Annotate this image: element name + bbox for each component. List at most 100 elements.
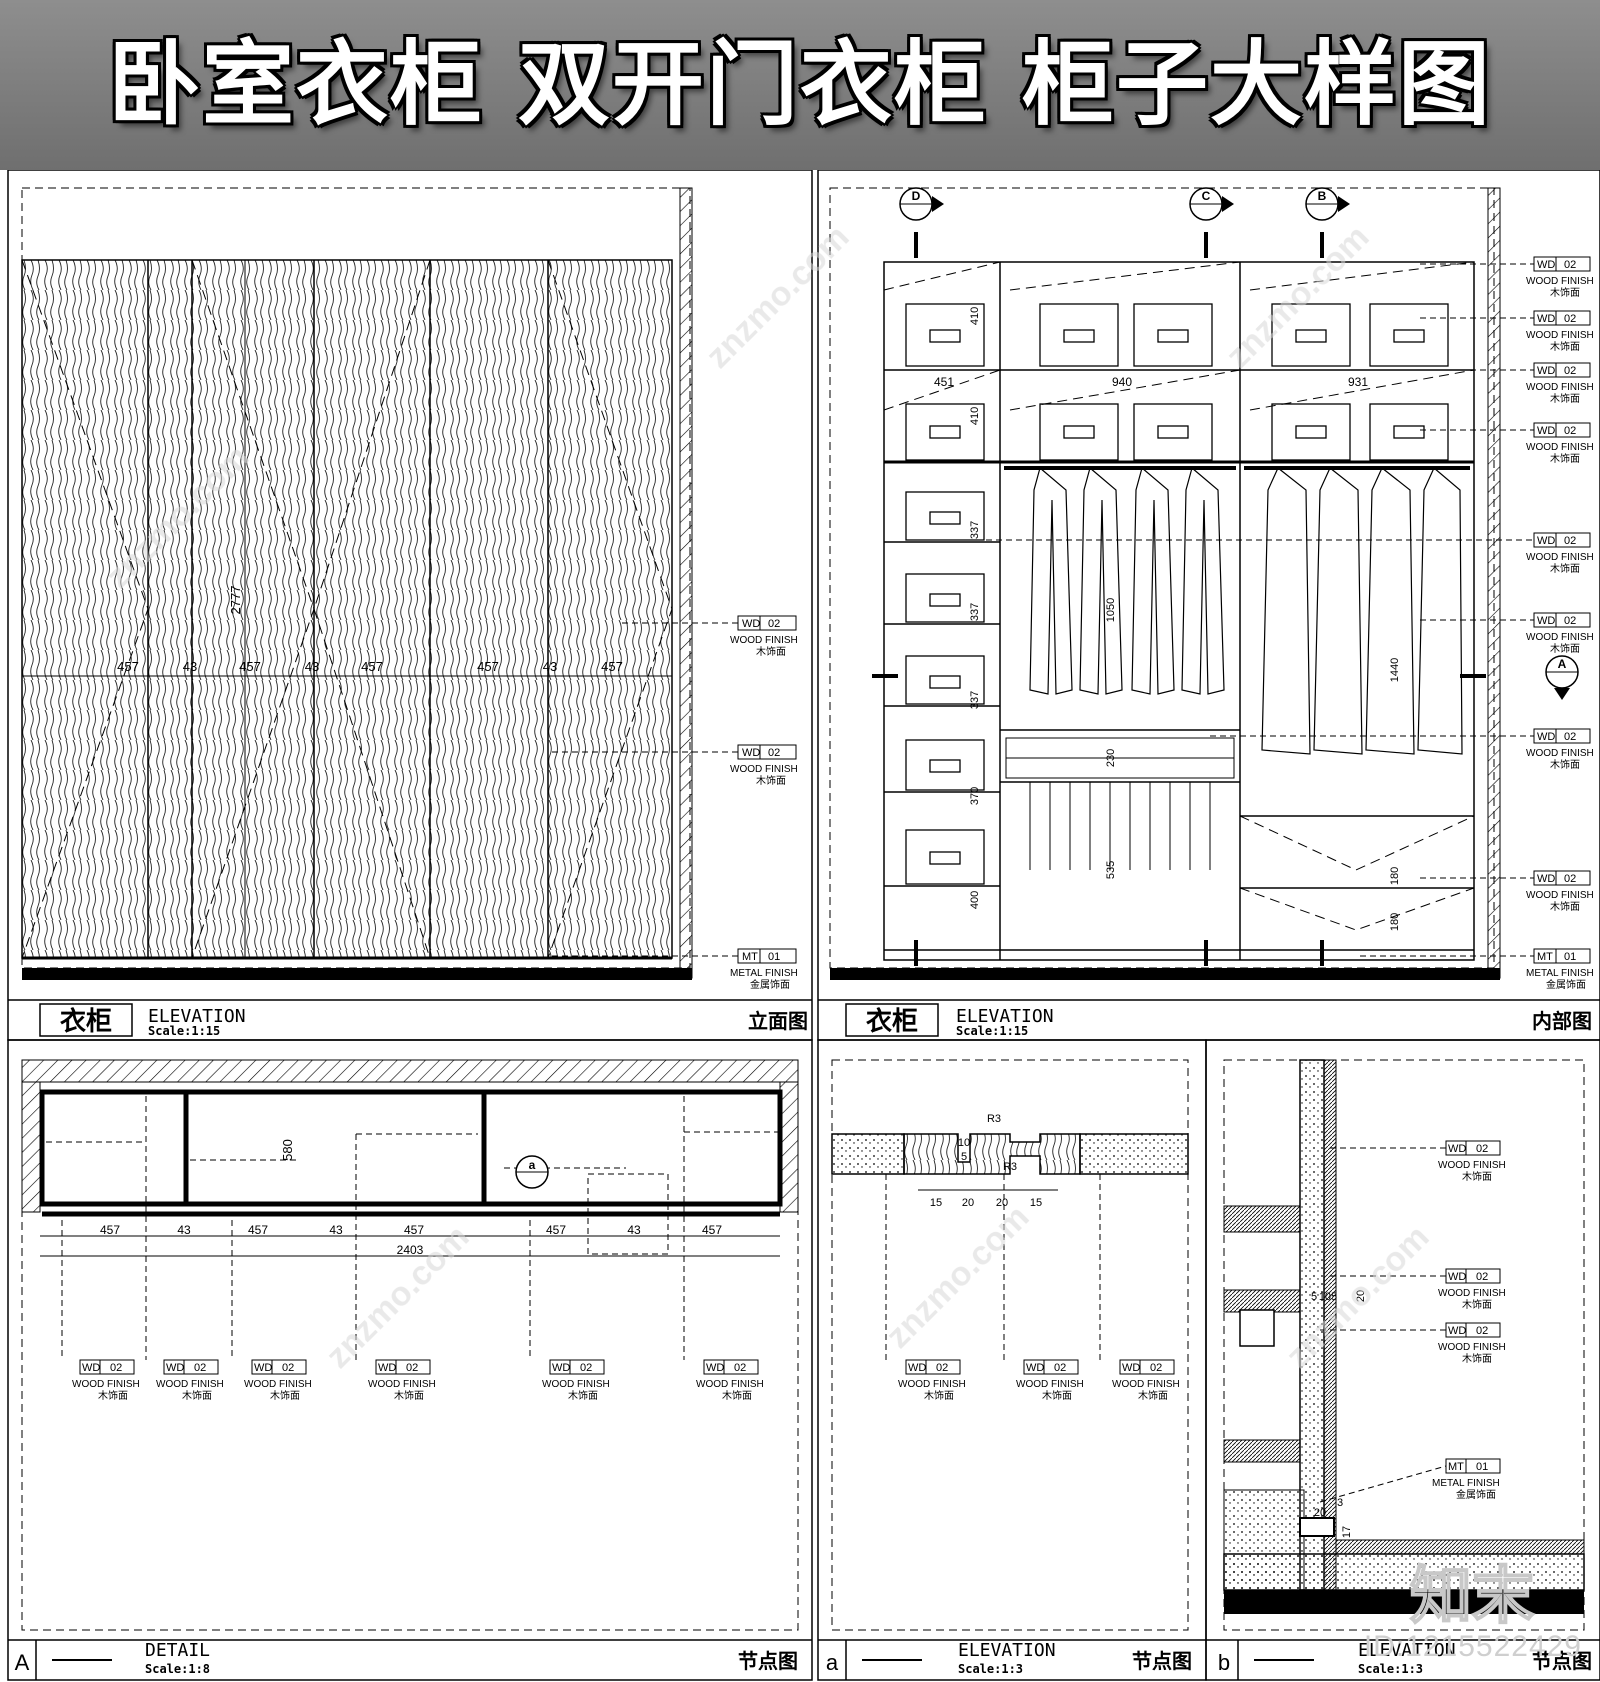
tag-wd-cn: 木饰面	[1042, 1389, 1072, 1402]
dim-int-400: 400	[969, 891, 981, 909]
tag-mt-cn: 金属饰面	[1546, 978, 1586, 991]
dim-a-20b: 20	[996, 1197, 1008, 1209]
tag-wd-code: WD	[706, 1362, 724, 1374]
panel-type-cn: 节点图	[1132, 1649, 1192, 1673]
base-section-detail-view: 5 105 20 20 17 3 WD 02 WOOD FINISH 木饰面 W…	[1218, 1059, 1592, 1680]
dim-a-15b: 15	[1030, 1197, 1042, 1209]
dim-int-410: 410	[969, 307, 981, 325]
panel-title-en: DETAIL	[145, 1640, 210, 1661]
section-marker-d: D	[912, 189, 921, 203]
panel-title-en: ELEVATION	[148, 1006, 246, 1027]
tag-wd-cn: 木饰面	[98, 1389, 128, 1402]
watermark-text: znzmo.com	[1219, 218, 1377, 376]
tag-wd-cn: 木饰面	[568, 1389, 598, 1402]
tag-wd-code: WD	[1537, 731, 1555, 743]
tag-mt-en: METAL FINISH	[1432, 1478, 1500, 1489]
detail-label: b	[1218, 1650, 1230, 1675]
tag-wd-cn: 木饰面	[270, 1389, 300, 1402]
dim-b-20v: 20	[1355, 1290, 1367, 1302]
panel-title-en: ELEVATION	[958, 1640, 1056, 1661]
tag-wd-code: WD	[1537, 425, 1555, 437]
dim-b-5: 5	[1311, 1291, 1317, 1303]
tag-wd-en: WOOD FINISH	[244, 1379, 312, 1390]
tag-wd-cn: 木饰面	[1462, 1298, 1492, 1311]
panel-scale: Scale:1:3	[958, 1662, 1023, 1676]
tag-wd-cn: 木饰面	[756, 645, 786, 658]
tag-wd-num: 02	[282, 1362, 294, 1374]
dim-int-1050: 1050	[1105, 598, 1117, 622]
tag-mt-cn: 金属饰面	[1456, 1488, 1496, 1501]
tag-mt-en: METAL FINISH	[730, 968, 798, 979]
watermark-text: znzmo.com	[319, 1218, 477, 1376]
panel-type-cn: 节点图	[738, 1649, 798, 1673]
tag-mt-cn: 金属饰面	[750, 978, 790, 991]
dim-door-5: 457	[601, 659, 623, 674]
tag-mt-num: 01	[1476, 1461, 1488, 1473]
tag-mt-code: MT	[1448, 1461, 1464, 1473]
tag-wd-cn: 木饰面	[722, 1389, 752, 1402]
tag-wd-en: WOOD FINISH	[1016, 1379, 1084, 1390]
tag-mt-code: MT	[1537, 951, 1553, 963]
tag-mt-num: 01	[768, 951, 780, 963]
tag-wd-code: WD	[1537, 535, 1555, 547]
dim-int-337: 337	[969, 691, 981, 709]
tag-wd-en: WOOD FINISH	[1438, 1160, 1506, 1171]
tag-wd-code: WD	[1537, 615, 1555, 627]
tag-wd-en: WOOD FINISH	[72, 1379, 140, 1390]
interior-material-tags: WD 02 WOOD FINISH 木饰面 WD 02 WOOD FINISH …	[986, 256, 1594, 991]
tag-wd-code: WD	[1448, 1271, 1466, 1283]
tag-wd-code: WD	[552, 1362, 570, 1374]
tag-wd-code: WD	[1537, 365, 1555, 377]
tag-wd-en: WOOD FINISH	[1526, 330, 1594, 341]
dim-plan-door-1: 457	[100, 1223, 120, 1237]
panel-scale: Scale:1:15	[956, 1024, 1028, 1038]
tag-mt-code: MT	[742, 951, 758, 963]
tag-wd-cn: 木饰面	[1550, 452, 1580, 465]
section-marker-c: C	[1202, 189, 1211, 203]
dim-plan-door-4: 457	[546, 1223, 566, 1237]
dim-plan-total: 2403	[397, 1243, 424, 1257]
tag-wd-en: WOOD FINISH	[1526, 552, 1594, 563]
tag-wd-code: WD	[1537, 259, 1555, 271]
tag-wd-cn: 木饰面	[1550, 562, 1580, 575]
panel-title-en: ELEVATION	[1358, 1640, 1456, 1661]
panel-type-cn: 内部图	[1532, 1009, 1592, 1033]
dim-door-1: 457	[117, 659, 139, 674]
tag-wd-code: WD	[742, 618, 760, 630]
tag-wd-code: WD	[378, 1362, 396, 1374]
section-marker-a-lower: a	[529, 1158, 536, 1172]
dim-a-15: 15	[930, 1197, 942, 1209]
dim-int-535: 535	[1105, 861, 1117, 879]
dim-plan-gap-3: 43	[627, 1223, 641, 1237]
tag-wd-cn: 木饰面	[1550, 286, 1580, 299]
tag-wd-cn: 木饰面	[1550, 642, 1580, 655]
dim-b-3: 3	[1337, 1497, 1343, 1509]
tag-wd-en: WOOD FINISH	[730, 764, 798, 775]
tag-wd-en: WOOD FINISH	[1526, 276, 1594, 287]
tag-wd-num: 02	[1564, 873, 1576, 885]
tag-wd-en: WOOD FINISH	[898, 1379, 966, 1390]
dim-plan-door-2: 457	[248, 1223, 268, 1237]
door-elevation-view: 457 43 457 43 457 457 43 457 2777 WD 02 …	[21, 187, 808, 1038]
tag-wd-en: WOOD FINISH	[1526, 890, 1594, 901]
tag-wd-code: WD	[742, 747, 760, 759]
dim-int-col1-width: 451	[934, 375, 954, 389]
dim-total-height: 2777	[228, 586, 243, 615]
dim-b-105: 105	[1319, 1291, 1337, 1303]
tag-wd-code: WD	[1122, 1362, 1140, 1374]
tag-mt-num: 01	[1564, 951, 1576, 963]
tag-wd-en: WOOD FINISH	[696, 1379, 764, 1390]
dim-gap-3: 43	[543, 659, 557, 674]
tag-wd-cn: 木饰面	[1550, 340, 1580, 353]
dim-int-230: 230	[1105, 749, 1117, 767]
tag-wd-en: WOOD FINISH	[1438, 1288, 1506, 1299]
tag-wd-num: 02	[1564, 615, 1576, 627]
tag-wd-num: 02	[1564, 313, 1576, 325]
dim-plan-door-5: 457	[702, 1223, 722, 1237]
sheet-frames	[7, 170, 1600, 1681]
tag-wd-en: WOOD FINISH	[368, 1379, 436, 1390]
dim-a-r3: R3	[987, 1113, 1001, 1125]
dim-door-4: 457	[477, 659, 499, 674]
tag-wd-en: WOOD FINISH	[1112, 1379, 1180, 1390]
tag-wd-en: WOOD FINISH	[730, 635, 798, 646]
